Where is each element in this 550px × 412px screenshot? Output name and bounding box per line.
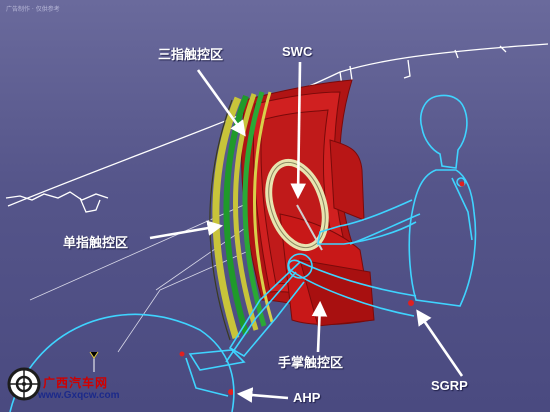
floor-arc bbox=[9, 313, 235, 412]
reference-points bbox=[179, 181, 465, 395]
arrow-swc bbox=[290, 61, 306, 200]
arrow-ahp bbox=[236, 387, 289, 403]
arrow-sgrp bbox=[416, 309, 464, 377]
label-three-finger-zone: 三指触控区 bbox=[158, 48, 224, 63]
pedal-marks bbox=[89, 351, 99, 372]
steering-wheel bbox=[265, 158, 329, 252]
label-ahp: AHP bbox=[293, 390, 321, 405]
logo-url-text: www.Gxqcw.com bbox=[38, 390, 120, 401]
label-single-finger-zone: 单指触控区 bbox=[63, 236, 129, 251]
label-swc: SWC bbox=[282, 44, 313, 59]
label-sgrp: SGRP bbox=[431, 378, 468, 393]
palm-touch-zone bbox=[241, 79, 375, 327]
logo-chinese-text: 广西汽车网 bbox=[43, 376, 109, 390]
watermark-text: 广告制作 · 仅供参考 bbox=[6, 6, 60, 13]
driver-mannequin bbox=[185, 94, 477, 397]
roof-outline bbox=[5, 43, 549, 213]
annotation-arrows bbox=[149, 61, 464, 403]
arrow-single-finger bbox=[149, 220, 224, 240]
logo-emblem bbox=[7, 367, 41, 401]
arrow-palm bbox=[311, 300, 328, 353]
label-palm-zone: 手掌触控区 bbox=[278, 356, 344, 371]
arrow-three-finger bbox=[196, 69, 246, 137]
